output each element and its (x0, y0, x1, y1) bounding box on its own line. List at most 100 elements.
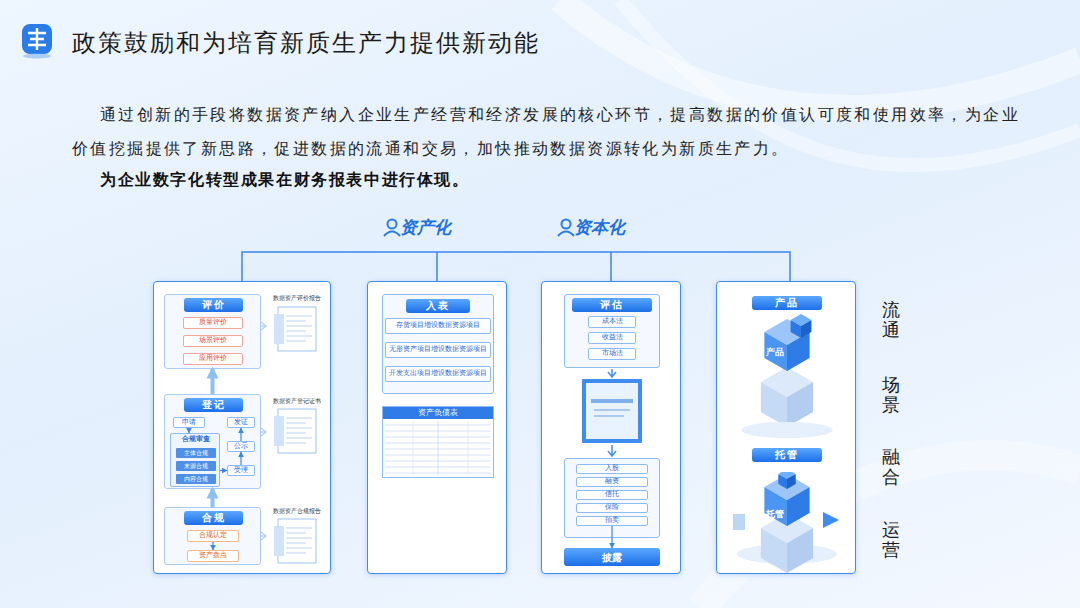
box-label: 合规认定 (199, 532, 227, 540)
bracket-line (242, 252, 790, 281)
item-box: 市场法 (588, 348, 636, 360)
balance-sheet: 资产负债表 (382, 406, 494, 478)
logo-shadow (23, 54, 51, 59)
section-banner: 评价 (184, 298, 243, 312)
box-label: 开发支出项目增设数据资源项目 (389, 370, 487, 377)
box-label: 申请 (182, 419, 196, 427)
document-image (274, 306, 320, 352)
document-caption: 数据资产评价报告 (264, 295, 330, 302)
box-label: 公示 (234, 443, 248, 451)
item-box: 公示 (227, 441, 255, 452)
box-label: 发证 (234, 419, 248, 427)
item-box: 合规认定 (187, 530, 239, 542)
column-panel: 数据资产评价报告数据资产登记证书数据资产合规报告 评价质量评价场景评价应用评价登记… (153, 281, 331, 574)
box-label: 应用评价 (199, 355, 227, 363)
box-label: 信托 (605, 491, 619, 499)
sub-item-box: 内容合规 (176, 474, 216, 484)
step-section: 合规合规认定资产盘点 (164, 507, 261, 565)
flow-arrow (211, 369, 215, 394)
section-banner: 产品 (752, 296, 822, 310)
box-label: 主体合规 (184, 450, 208, 457)
box-label: 收益法 (602, 334, 623, 342)
flow-arrow (611, 526, 612, 548)
item-box: 存货项目增设数据资源项目 (385, 318, 491, 334)
box-heading: 合规审查 (171, 436, 221, 443)
box-label: 披露 (602, 552, 622, 563)
document-image (274, 408, 320, 454)
item-box: 无形资产项目增设数据资源项目 (385, 342, 491, 358)
custody-illustration (717, 472, 857, 592)
item-box: 拍卖 (576, 516, 648, 526)
flow-arrow (240, 452, 241, 465)
figure-label: 托管 (763, 508, 787, 521)
sub-item-box: 主体合规 (176, 448, 216, 458)
item-box: 融资 (576, 477, 648, 487)
item-box: 收益法 (588, 332, 636, 344)
flow-arrow (240, 428, 241, 441)
side-keyword: 流通 (882, 300, 900, 340)
box-label: 质量评价 (199, 319, 227, 327)
box-label: 融资 (605, 478, 619, 486)
column-panel: 评估成本法收益法市场法入股融资信托保险拍卖披露 (541, 281, 681, 574)
section-banner: 评估 (572, 298, 652, 312)
step-section: 评价质量评价场景评价应用评价 (164, 294, 261, 369)
column-panel: 产品托管 (716, 281, 856, 574)
box-label: 无形资产项目增设数据资源项目 (389, 346, 487, 353)
person-icon (384, 220, 400, 237)
box-label: 入股 (605, 465, 619, 473)
item-box: 质量评价 (183, 317, 243, 329)
item-box: 入股 (576, 464, 648, 474)
section-banner: 托管 (752, 448, 822, 462)
box-label: 成本法 (602, 318, 623, 326)
flow-arrow (188, 428, 189, 433)
item-box: 申请 (173, 417, 205, 428)
body-text: 为企业数字化转型成果在财务报表中进行体现。 (100, 170, 800, 191)
item-box: 保险 (576, 503, 648, 513)
body-text: 通过创新的手段将数据资产纳入企业生产经营和经济发展的核心环节，提高数据的价值认可… (72, 98, 1032, 166)
section-banner: 入表 (406, 299, 470, 313)
flow-arrow (212, 542, 213, 550)
box-label: 保险 (605, 504, 619, 512)
item-box: 开发支出项目增设数据资源项目 (385, 366, 491, 382)
flow-arrow (211, 489, 215, 507)
side-keyword: 融合 (882, 447, 900, 487)
item-box: 资产盘点 (187, 550, 239, 562)
section-banner: 合规 (184, 511, 243, 525)
side-keyword: 场景 (882, 375, 900, 415)
item-box: 信托 (576, 490, 648, 500)
box-label: 拍卖 (605, 517, 619, 525)
product-illustration (717, 312, 857, 452)
item-box: 成本法 (588, 316, 636, 328)
review-box: 合规审查主体合规来源合规内容合规 (170, 433, 220, 487)
box-label: 场景评价 (199, 337, 227, 345)
stage-label: 资产化 (400, 216, 470, 239)
document-caption: 数据资产登记证书 (264, 398, 330, 405)
sub-item-box: 来源合规 (176, 461, 216, 471)
slide-title: 政策鼓励和为培育新质生产力提供新动能 (72, 27, 540, 59)
item-box: 场景评价 (183, 335, 243, 347)
document-caption: 数据资产合规报告 (264, 508, 330, 515)
document-image (274, 518, 320, 564)
logo (22, 24, 52, 54)
logo-mark (28, 28, 46, 50)
flow-arrow (220, 470, 227, 471)
box-heading: 资产负债表 (383, 407, 493, 419)
figure-label: 产品 (763, 346, 787, 359)
item-box: 发证 (227, 417, 255, 428)
column-panel: 入表存货项目增设数据资源项目无形资产项目增设数据资源项目开发支出项目增设数据资源… (367, 281, 507, 574)
box-label: 资产盘点 (199, 552, 227, 560)
item-box: 应用评价 (183, 353, 243, 365)
section-banner: 登记 (184, 398, 243, 412)
item-box: 受理 (227, 465, 255, 476)
box-label: 内容合规 (184, 476, 208, 483)
box-label: 市场法 (602, 350, 623, 358)
banner-box: 披露 (564, 548, 660, 566)
box-label: 存货项目增设数据资源项目 (396, 322, 480, 329)
stage-label: 资本化 (574, 216, 644, 239)
side-keyword: 运营 (882, 520, 900, 560)
person-icon (558, 220, 574, 237)
box-label: 受理 (234, 467, 248, 475)
